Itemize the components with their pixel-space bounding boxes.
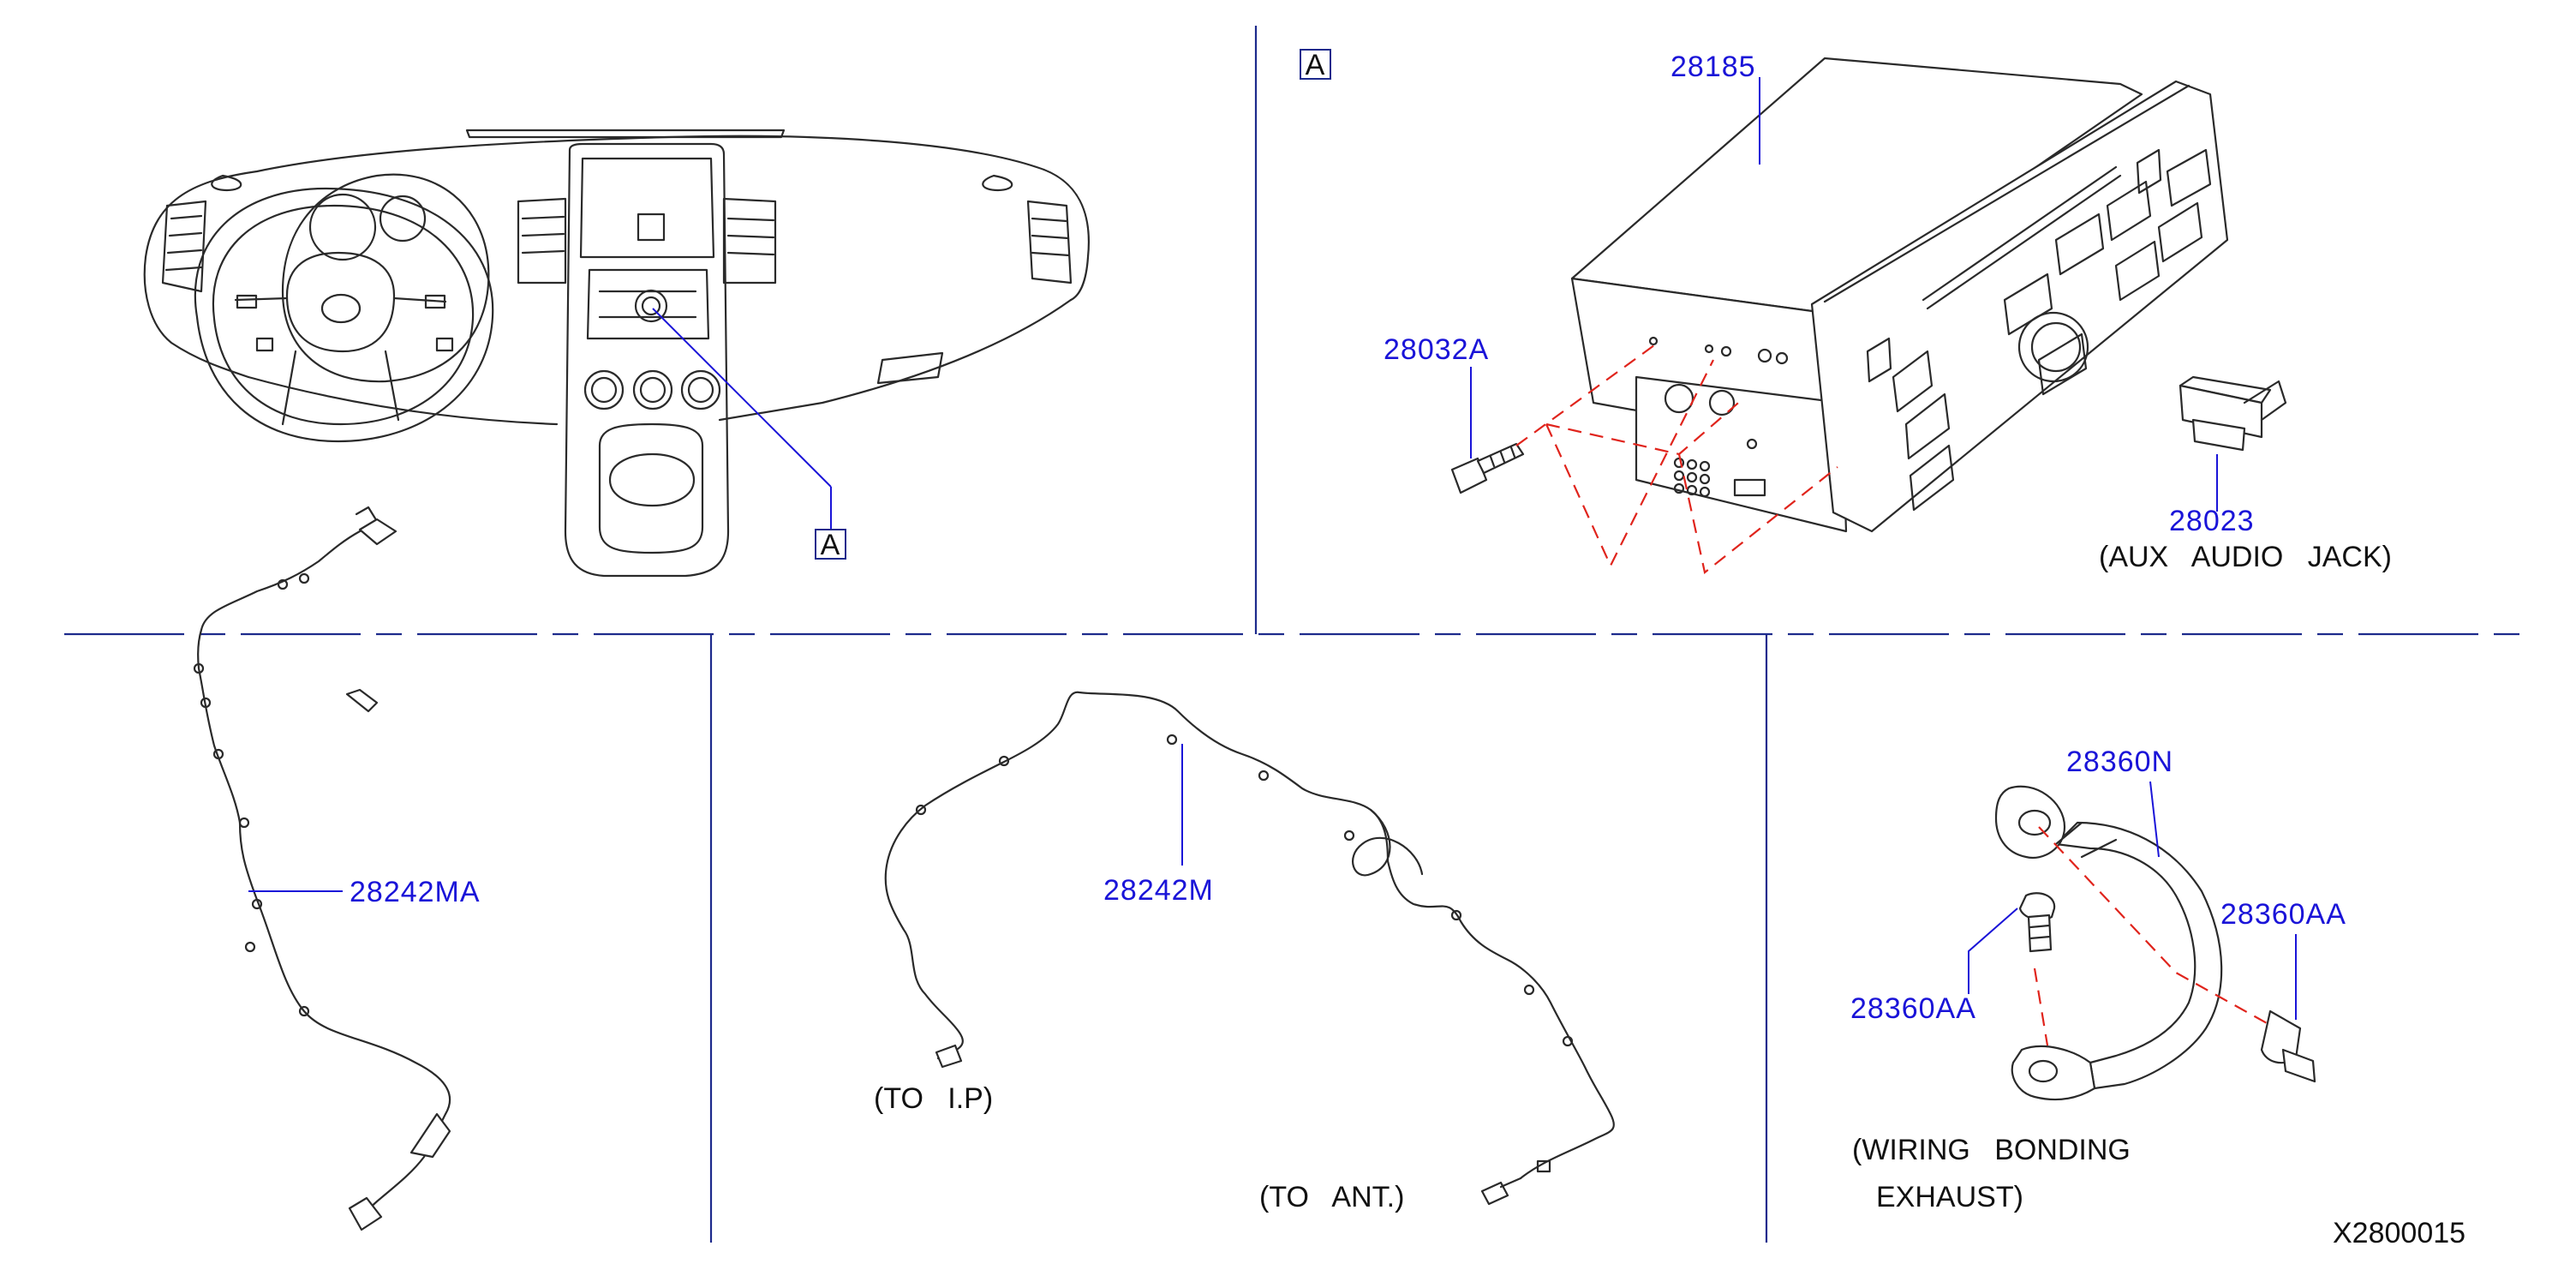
note-aux-audio-jack: (AUX AUDIO JACK) [2099, 541, 2392, 573]
note-to-ip: (TO I.P) [874, 1082, 993, 1115]
view-a-callout-label: A [821, 529, 840, 561]
aux-jack-28023-illustration [2179, 375, 2287, 452]
part-number-28185[interactable]: 28185 [1671, 51, 1756, 83]
audio-unit-illustration [1570, 57, 2229, 533]
note-exhaust: EXHAUST) [1876, 1181, 2023, 1213]
part-number-28360aa-left[interactable]: 28360AA [1850, 992, 1976, 1025]
assembly-line [1515, 342, 1659, 446]
screw-28360aa-left-illustration [2018, 892, 2056, 953]
view-a-box [1300, 49, 1331, 80]
assembly-line [1545, 359, 1714, 568]
assembly-line [2038, 826, 2269, 1025]
screw-28032a-illustration [1450, 442, 1525, 494]
bonding-strap-28360n-illustration [1994, 785, 2223, 1101]
view-a-callout-box [815, 529, 846, 560]
part-number-28242m[interactable]: 28242M [1103, 874, 1214, 907]
note-to-ant: (TO ANT.) [1259, 1181, 1404, 1213]
part-number-28023[interactable]: 28023 [2169, 505, 2255, 537]
harness-28242m-illustration [884, 691, 1615, 1206]
part-number-28360n[interactable]: 28360N [2066, 746, 2173, 778]
harness-28242ma-illustration [193, 506, 451, 1231]
part-number-28242ma[interactable]: 28242MA [350, 876, 481, 908]
callout-a-leader [652, 308, 832, 488]
part-number-28360aa-right[interactable]: 28360AA [2220, 898, 2346, 931]
note-wiring-bonding: (WIRING BONDING [1852, 1134, 2131, 1166]
part-number-28032a[interactable]: 28032A [1384, 333, 1489, 366]
section-dividers [64, 26, 2527, 1243]
assembly-line [1677, 453, 1838, 574]
leader-28360aa-left [1968, 908, 2018, 994]
diagram-id: X2800015 [2333, 1217, 2465, 1249]
view-a-label: A [1306, 49, 1325, 81]
leader-28360n [2149, 781, 2160, 858]
screw-28360aa-right-illustration [2260, 1009, 2316, 1083]
instrument-panel-illustration [143, 129, 1090, 578]
assembly-line [2033, 967, 2049, 1046]
